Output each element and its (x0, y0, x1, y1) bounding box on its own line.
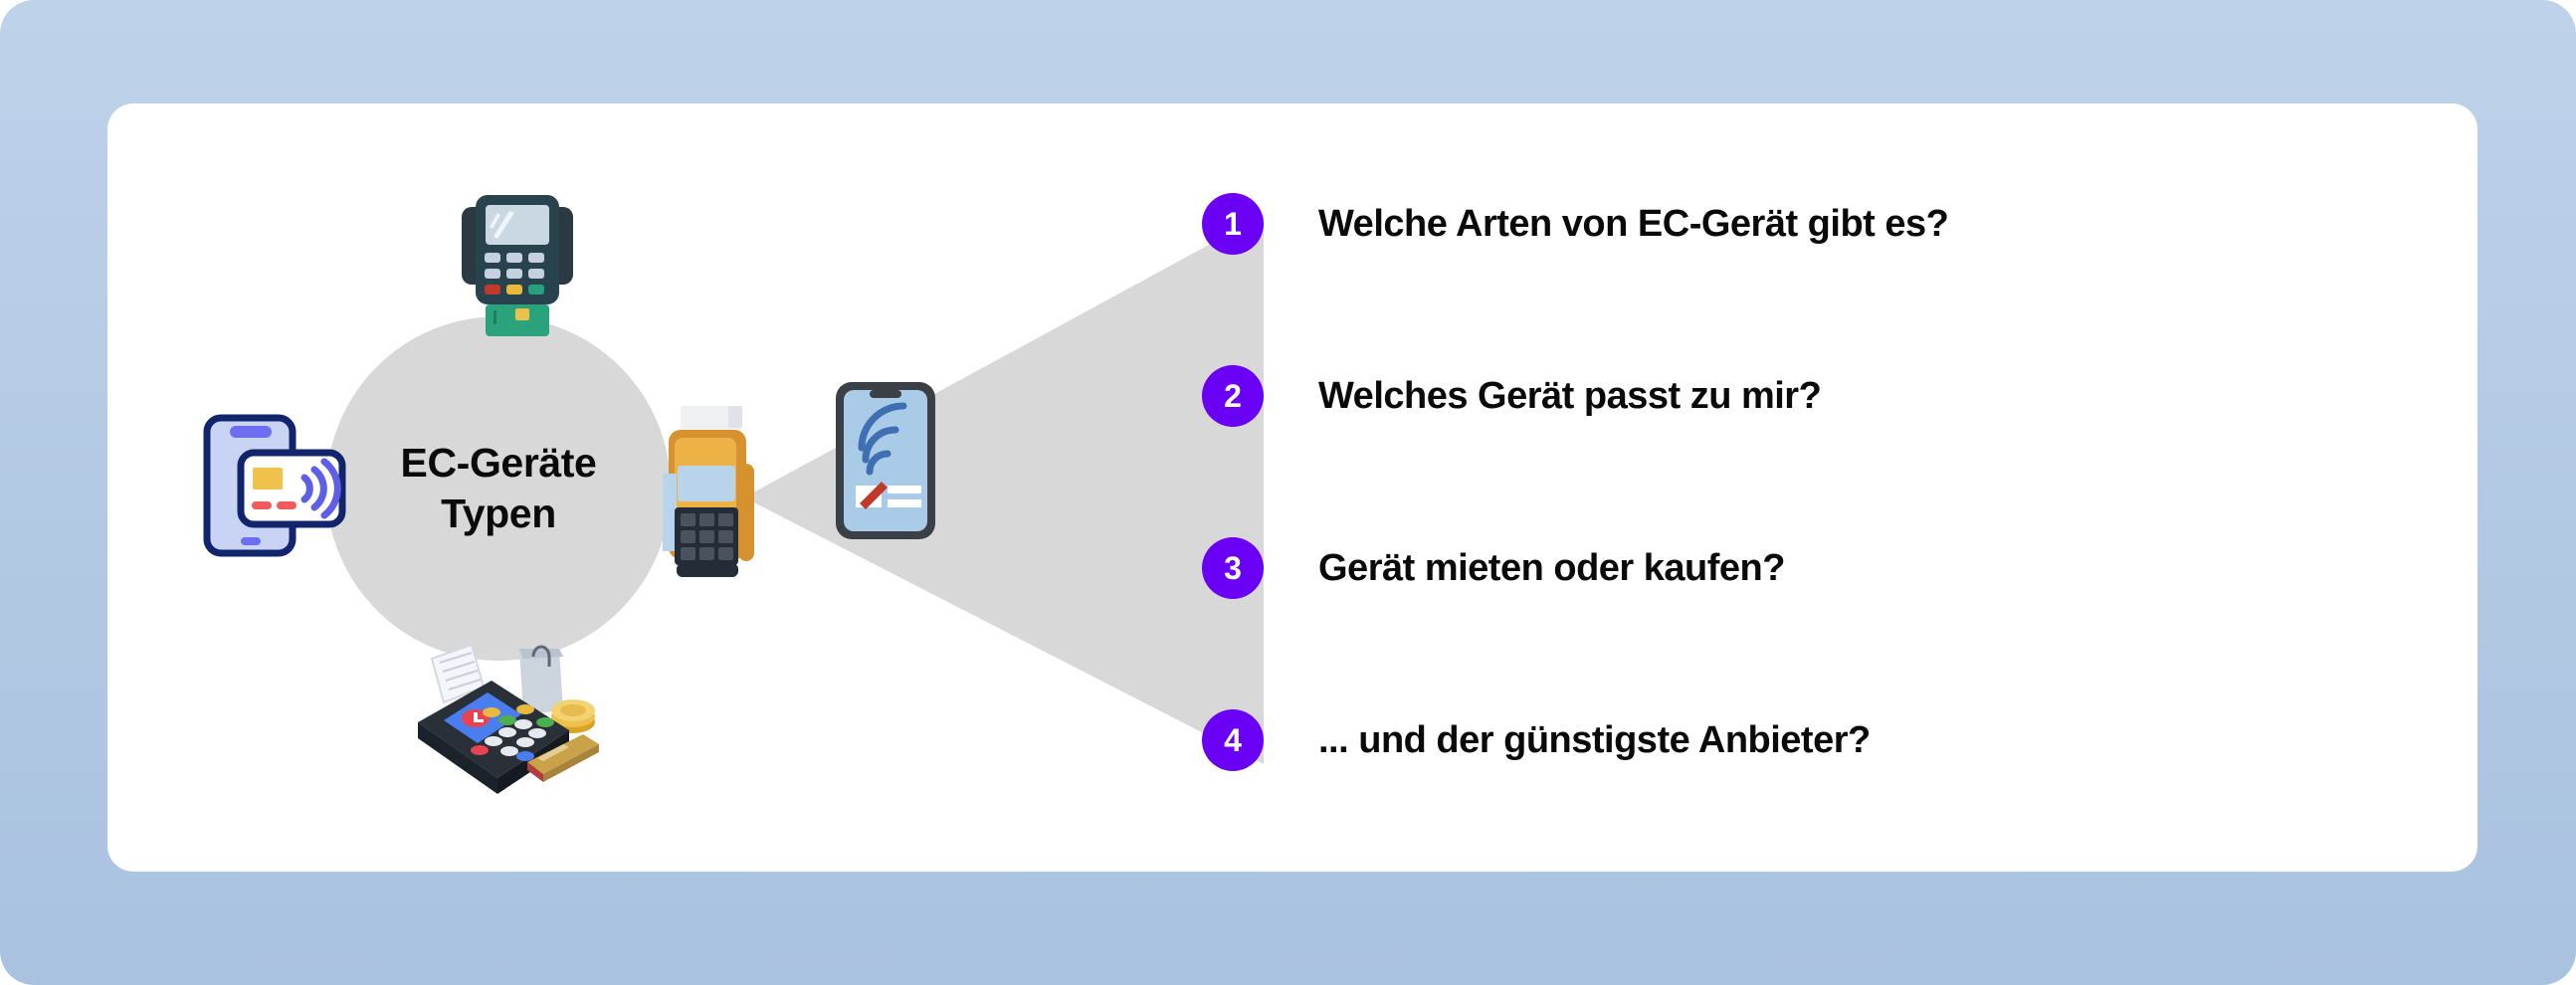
question-badge-2: 2 (1202, 365, 1264, 427)
mobile-card-terminal-receipt-icon (418, 643, 599, 794)
portable-payment-terminal-icon (663, 406, 754, 577)
nfc-smartphone-icon (836, 382, 935, 539)
hub-label-line1: EC-Geräte (400, 440, 597, 487)
countertop-payment-terminal-icon (462, 195, 573, 336)
question-badge-1: 1 (1202, 193, 1264, 255)
hub-label: EC-Geräte Typen (326, 316, 671, 661)
question-label-4: ... und der günstigste Anbieter? (1318, 718, 1871, 761)
content-card: EC-Geräte Typen 1 Welche Arten von EC-Ge… (107, 103, 2477, 872)
question-badge-4: 4 (1202, 709, 1264, 771)
hub-circle (326, 316, 671, 661)
question-label-3: Gerät mieten oder kaufen? (1318, 546, 1785, 589)
question-item-3[interactable]: 3 Gerät mieten oder kaufen? (1202, 537, 1785, 599)
hub-label-line2: Typen (441, 491, 556, 536)
mobile-contactless-card-icon (203, 414, 346, 557)
question-label-1: Welche Arten von EC-Gerät gibt es? (1318, 202, 1949, 245)
question-item-2[interactable]: 2 Welches Gerät passt zu mir? (1202, 365, 1822, 427)
question-badge-3: 3 (1202, 537, 1264, 599)
question-label-2: Welches Gerät passt zu mir? (1318, 374, 1822, 417)
question-item-1[interactable]: 1 Welche Arten von EC-Gerät gibt es? (1202, 193, 1949, 255)
question-item-4[interactable]: 4 ... und der günstigste Anbieter? (1202, 709, 1871, 771)
